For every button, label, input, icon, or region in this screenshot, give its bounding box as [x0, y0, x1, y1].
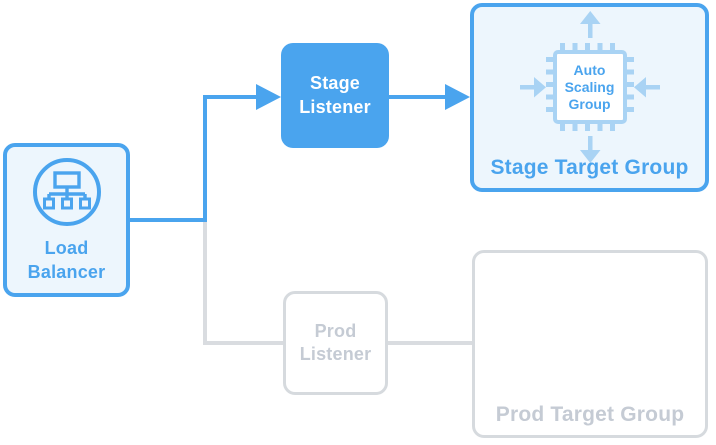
connector-to-prod-listener	[203, 341, 283, 345]
arrowhead-right-icon	[445, 84, 470, 110]
chip-pins	[545, 43, 634, 131]
scale-down-arrow-icon	[579, 136, 600, 163]
stage-listener-label: Stage Listener	[299, 73, 371, 117]
stage-target-group-node: Auto Scaling Group Stage Target Group	[470, 3, 709, 192]
scale-in-left-arrow-icon	[519, 77, 546, 98]
stage-listener-node: Stage Listener	[281, 43, 389, 148]
prod-target-group-label: Prod Target Group	[495, 403, 685, 426]
stage-target-group-label: Stage Target Group	[490, 156, 689, 179]
connector-prod-listener-to-target	[388, 341, 472, 345]
auto-scaling-group-chip-icon: Auto Scaling Group	[510, 7, 670, 167]
connector-to-stage-listener	[203, 95, 257, 99]
prod-listener-node: Prod Listener	[283, 291, 388, 395]
connector-stage-listener-to-target	[389, 95, 446, 99]
load-balancer-node: Load Balancer	[3, 143, 130, 297]
connector-junction-down	[203, 222, 207, 345]
scale-in-right-arrow-icon	[633, 77, 660, 98]
prod-target-group-node: Prod Target Group	[472, 250, 708, 438]
connector-junction-up	[203, 95, 207, 222]
connector-lb-to-junction	[130, 218, 207, 222]
load-balancer-label: Load Balancer	[27, 238, 106, 282]
scale-up-arrow-icon	[579, 11, 600, 38]
load-balancer-network-icon	[32, 158, 101, 227]
arrowhead-right-icon	[256, 84, 281, 110]
auto-scaling-group-label: Auto Scaling Group	[564, 61, 615, 112]
prod-listener-label: Prod Listener	[299, 320, 372, 364]
